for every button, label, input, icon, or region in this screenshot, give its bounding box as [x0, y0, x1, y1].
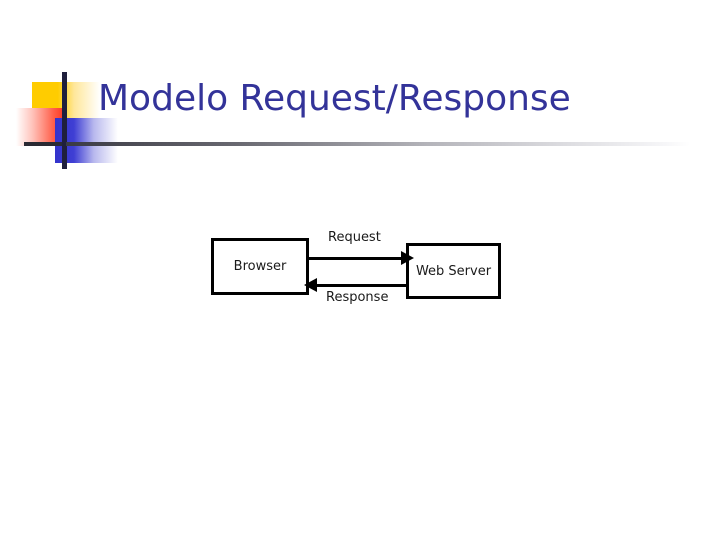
request-response-diagram: Browser Web Server Request Response — [206, 228, 506, 310]
diagram-node-browser: Browser — [211, 238, 309, 295]
title-divider-rule — [66, 142, 690, 146]
request-arrow-label: Request — [328, 230, 381, 245]
request-arrowhead-icon — [401, 251, 414, 265]
decorative-vertical-bar — [62, 72, 67, 169]
diagram-node-web-server-label: Web Server — [415, 263, 492, 279]
diagram-node-web-server: Web Server — [406, 243, 501, 299]
response-arrowhead-icon — [304, 278, 317, 292]
response-arrow-line — [314, 284, 409, 287]
page-title: Modelo Request/Response — [98, 78, 571, 119]
diagram-node-browser-label: Browser — [233, 259, 287, 274]
response-arrow-label: Response — [326, 290, 389, 305]
request-arrow-line — [306, 257, 408, 260]
